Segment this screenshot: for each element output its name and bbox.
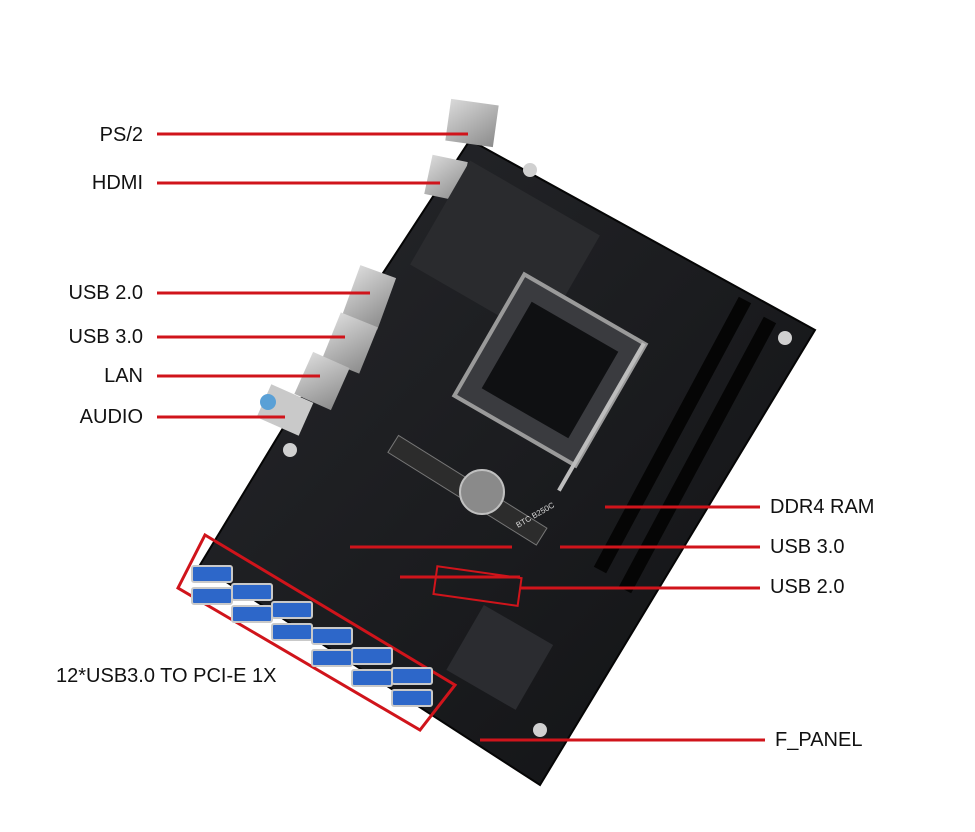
mounting-holes xyxy=(283,163,792,737)
label-audio: AUDIO xyxy=(79,406,143,428)
leader-lines xyxy=(157,132,765,742)
chipset-heatsink xyxy=(446,604,554,710)
usb-port xyxy=(351,669,393,687)
label-ddr4-ram: DDR4 RAM xyxy=(770,496,875,518)
usb-port xyxy=(191,565,233,583)
usb-port xyxy=(351,647,393,665)
label-f-panel: F_PANEL xyxy=(775,729,863,751)
usb-port xyxy=(191,587,233,605)
label-hdmi: HDMI xyxy=(91,172,143,194)
label-usb-pcie: 12*USB3.0 TO PCI-E 1X xyxy=(56,665,277,687)
label-usb20-right: USB 2.0 xyxy=(770,576,845,598)
usb20-header-box xyxy=(432,565,523,607)
usb20-port xyxy=(341,265,397,330)
usb-port xyxy=(231,583,273,601)
usb-port xyxy=(391,667,433,685)
label-usb20-left: USB 2.0 xyxy=(68,282,143,304)
label-usb30-right: USB 3.0 xyxy=(770,536,845,558)
usb30-port xyxy=(322,312,378,374)
lan-port xyxy=(294,351,350,411)
label-usb30-left: USB 3.0 xyxy=(68,326,143,348)
usb-port xyxy=(231,605,273,623)
usb-highlight-box xyxy=(176,532,458,732)
usb-port xyxy=(311,627,353,645)
label-ps2: PS/2 xyxy=(99,124,143,146)
ps2-port xyxy=(445,98,499,148)
usb-port xyxy=(271,601,313,619)
audio-jack xyxy=(260,394,276,410)
usb-port xyxy=(271,623,313,641)
cmos-battery xyxy=(459,469,505,515)
usb-port xyxy=(391,689,433,707)
label-lan: LAN xyxy=(104,365,143,387)
usb-port xyxy=(311,649,353,667)
ram-slots xyxy=(593,296,777,594)
cpu-socket xyxy=(451,271,649,492)
usb-port-array xyxy=(191,565,433,707)
